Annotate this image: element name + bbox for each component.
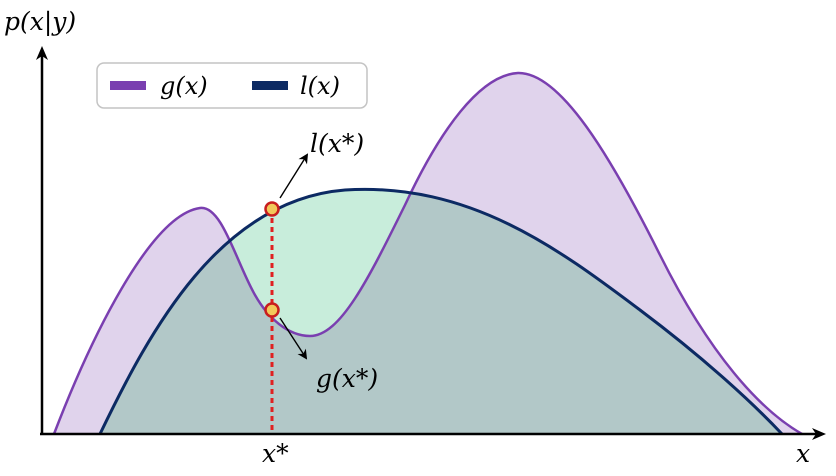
y-axis-arrowhead [36, 46, 48, 60]
x-star-label: x* [262, 439, 289, 468]
legend-swatch-l [252, 81, 288, 90]
y-axis-label: p(x|y) [4, 7, 76, 37]
g-point-label: g(x*) [316, 364, 378, 393]
legend: g(x) l(x) [96, 62, 368, 109]
l-point-marker [264, 201, 280, 217]
l-point-arrow [279, 153, 309, 199]
legend-box [96, 62, 368, 109]
l-point-label: l(x*) [310, 129, 364, 158]
g-curve [52, 71, 803, 436]
x-axis-arrowhead [812, 428, 826, 440]
g-point-marker [264, 302, 280, 318]
x-axis-label: x [796, 439, 810, 468]
legend-label-g: g(x) [160, 72, 208, 100]
l-curve [98, 187, 784, 436]
legend-swatch-g [110, 81, 146, 90]
legend-label-l: l(x) [300, 72, 340, 100]
g-point-arrow [279, 317, 308, 360]
